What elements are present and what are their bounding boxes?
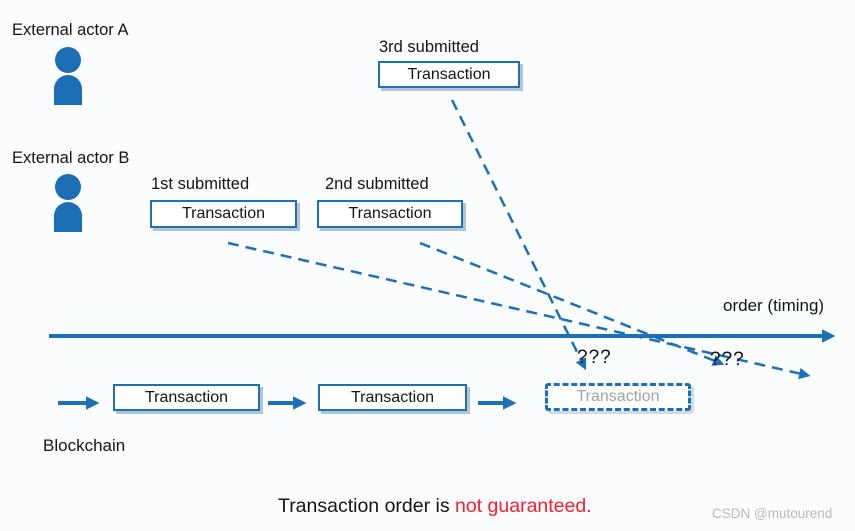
- chain-transaction-box-2: Transaction: [318, 384, 467, 411]
- transaction-box-label: Transaction: [182, 205, 265, 222]
- dashed-arrow-3rd-submitted: [450, 99, 587, 371]
- actor-a-label: External actor A: [12, 21, 129, 39]
- transaction-box-1st-submitted: Transaction: [150, 200, 297, 228]
- person-icon: [54, 47, 82, 105]
- submitted-label-2nd: 2nd submitted: [325, 175, 429, 193]
- transaction-box-label: Transaction: [348, 205, 432, 222]
- submitted-label-1st: 1st submitted: [151, 175, 250, 193]
- pending-transaction-label: Transaction: [576, 388, 660, 405]
- actor-b-label: External actor B: [12, 149, 130, 167]
- submitted-label-3rd: 3rd submitted: [379, 38, 479, 56]
- dashed-arrow-2nd-submitted: [419, 241, 725, 366]
- transaction-box-2nd-submitted: Transaction: [317, 200, 463, 228]
- caption-emphasis: not guaranteed.: [455, 495, 592, 517]
- transaction-box-3rd-submitted: Transaction: [378, 61, 520, 88]
- timeline-label: order (timing): [723, 296, 825, 315]
- caption: Transaction order is not guaranteed.: [278, 495, 592, 518]
- person-icon: [54, 174, 82, 232]
- caption-normal: Transaction order is: [278, 495, 456, 517]
- blockchain-label: Blockchain: [43, 436, 126, 455]
- transaction-box-label: Transaction: [145, 388, 228, 406]
- question-marks-1: ???: [577, 347, 612, 368]
- transaction-box-label: Transaction: [407, 65, 491, 83]
- question-marks-2: ???: [710, 349, 745, 370]
- watermark: CSDN @mutourend: [712, 506, 833, 521]
- pending-transaction-box: Transaction: [545, 383, 691, 411]
- chain-transaction-box-1: Transaction: [113, 384, 260, 411]
- transaction-box-label: Transaction: [351, 388, 434, 406]
